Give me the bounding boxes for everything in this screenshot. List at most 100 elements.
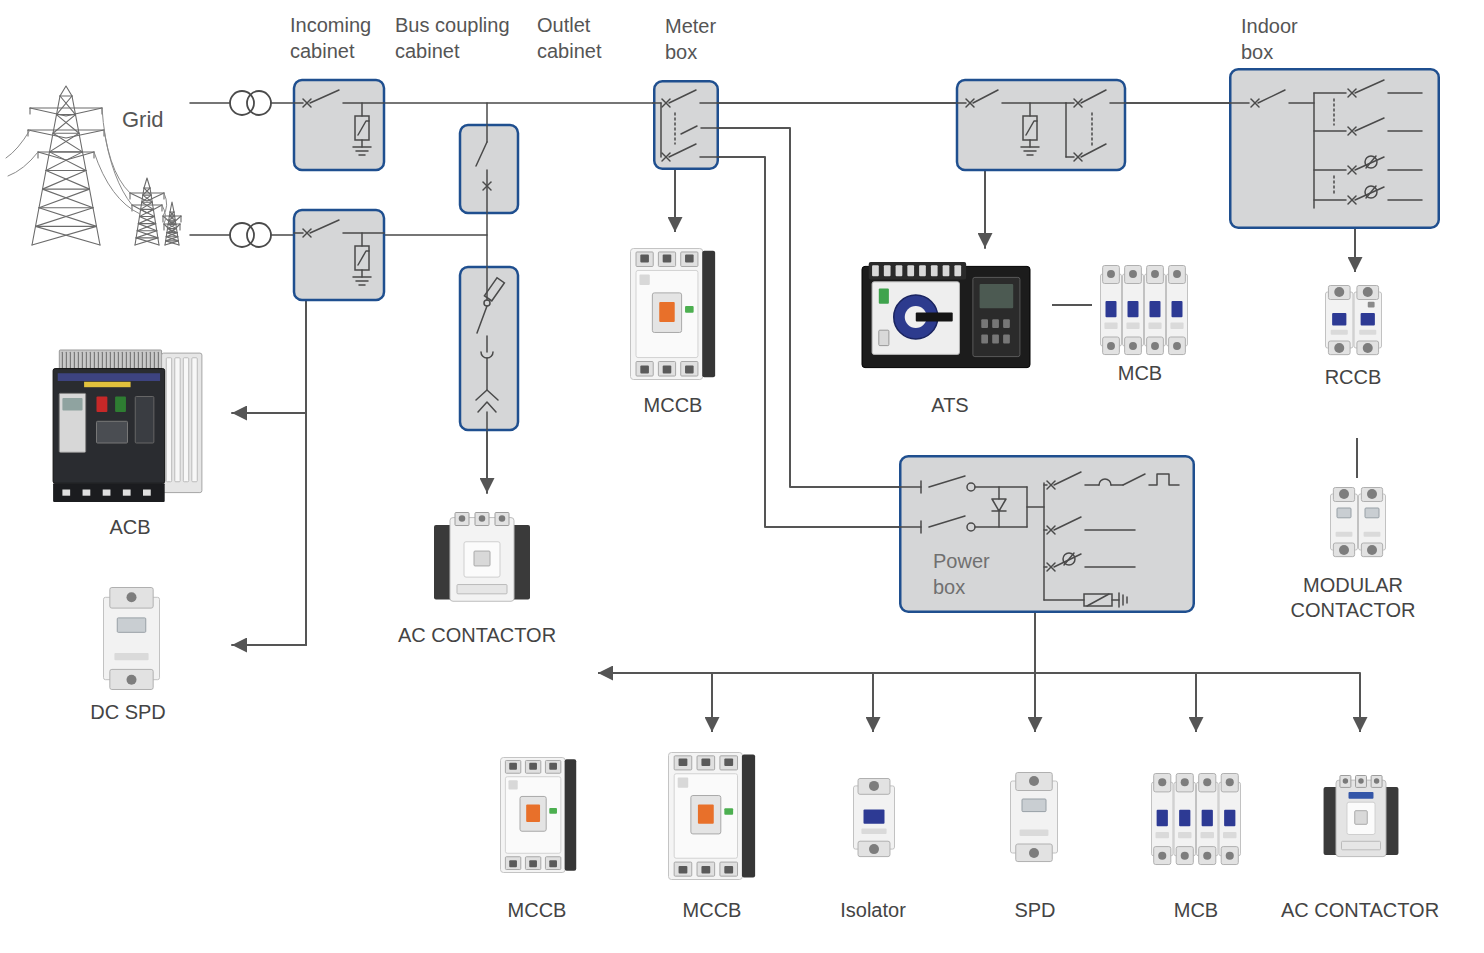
box-heading: Indoor box (1241, 13, 1313, 65)
toggle-lever (1157, 810, 1168, 827)
front-cover (674, 774, 737, 858)
arrester-symbol (358, 251, 369, 265)
arc-chute-fin (82, 352, 83, 368)
label-strip (114, 653, 148, 660)
terminal-block (720, 756, 738, 770)
arc-chute-fin (98, 352, 99, 368)
label-strip (861, 829, 886, 835)
pylon (28, 130, 104, 138)
pylon (36, 208, 94, 227)
name-band (58, 373, 160, 381)
product-caption: RCCB (1303, 365, 1403, 390)
wire (1043, 483, 1045, 600)
wire (1044, 599, 1084, 601)
transformer-symbol (247, 223, 271, 247)
mechanical-link (1333, 176, 1335, 194)
terminal-hole (509, 763, 517, 770)
product-item: ATS (848, 250, 1052, 422)
terminal-block (1221, 774, 1238, 792)
wire (1314, 169, 1346, 171)
module-body (1167, 274, 1188, 346)
product-caption: MCCB (612, 393, 734, 418)
terminal-block (505, 857, 520, 870)
busbar (384, 102, 653, 104)
label-strip (1170, 323, 1183, 329)
front-window (1347, 802, 1375, 834)
ground-symbol (1024, 150, 1036, 152)
pylon (138, 223, 155, 224)
status-window (1365, 508, 1379, 518)
controller-button (981, 319, 988, 328)
wire (1229, 102, 1249, 104)
pylon (46, 171, 90, 190)
box-label: Power box (933, 548, 1013, 600)
label-strip (1201, 832, 1215, 838)
side-plate (166, 358, 171, 482)
label-box: Incoming cabinet (290, 12, 390, 64)
arc-chute-fin (154, 352, 155, 368)
arc-chute-fin (138, 352, 139, 368)
terminal-screw (1173, 342, 1181, 350)
wire (1044, 484, 1047, 486)
terminal-block (1176, 774, 1193, 792)
busbar (486, 213, 488, 267)
diode-symbol (992, 499, 1006, 511)
pylon (39, 208, 97, 227)
terminal-hole (529, 860, 537, 867)
pylon (166, 241, 179, 245)
product-item: SPD (985, 732, 1085, 928)
trip-indicator (685, 306, 694, 313)
status-window (117, 618, 146, 632)
terminal-hole (549, 763, 557, 770)
terminal-block (1103, 337, 1120, 355)
terminal-block (1154, 847, 1171, 865)
pylon (43, 171, 87, 190)
pylon (129, 193, 130, 199)
base-mark (83, 490, 91, 496)
mechanical-link (674, 113, 676, 144)
selector-handle (916, 313, 953, 322)
ground-symbol (359, 284, 365, 286)
arc-chute-fin (130, 352, 131, 368)
cabinet-box (294, 80, 384, 170)
pylon (141, 202, 153, 209)
terminal-block (697, 756, 715, 770)
pylon (136, 237, 158, 238)
terminal-block (1147, 337, 1164, 355)
indicator (879, 330, 889, 345)
pylon (144, 178, 150, 188)
terminal (919, 265, 926, 276)
switch-blade (681, 126, 697, 134)
product-item: DC SPD (68, 582, 188, 732)
arc-chute-fin (142, 352, 143, 368)
pylon (140, 216, 155, 217)
arc-chute-fin (126, 352, 127, 368)
base (53, 483, 165, 502)
pylon (32, 226, 97, 245)
product-picture (103, 587, 160, 690)
wire (1112, 599, 1119, 601)
terminal-screw (1107, 270, 1115, 278)
toggle-lever (1332, 313, 1346, 326)
terminal-screw (1363, 343, 1373, 353)
wire (1002, 102, 1066, 104)
terminal-block (1016, 844, 1052, 862)
breaker-side (742, 755, 755, 878)
arc-chute-fin (110, 352, 111, 368)
wire (701, 127, 719, 129)
pylon (57, 96, 73, 115)
arc-chute-fin (122, 352, 123, 368)
product-caption: SPD (985, 898, 1085, 923)
product-caption: DC SPD (68, 700, 188, 725)
wire (1314, 130, 1346, 132)
module-body (1174, 782, 1196, 856)
switch-blade (1258, 90, 1285, 103)
wire (271, 102, 294, 104)
front-cover (505, 777, 560, 854)
terminal (943, 265, 950, 276)
label-strip (1223, 832, 1237, 838)
pylon (60, 95, 72, 96)
arc-chute-fin (70, 352, 71, 368)
terminal-hole (663, 365, 672, 373)
connector (1052, 304, 1092, 306)
